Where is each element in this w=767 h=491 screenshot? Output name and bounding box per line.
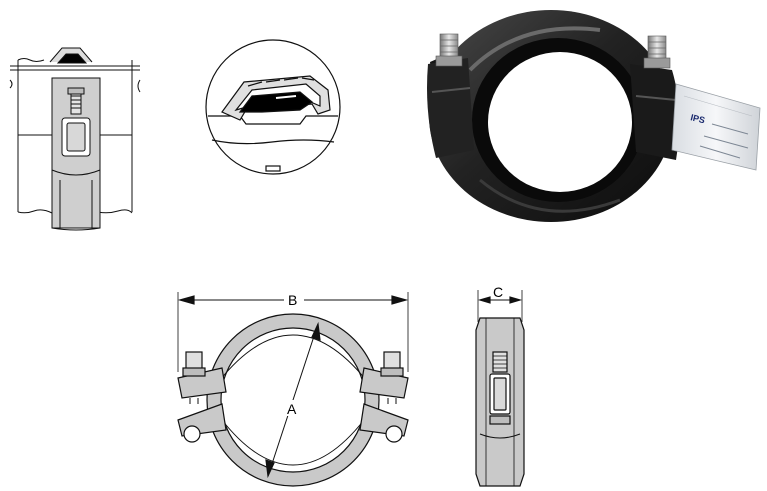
front-view-drawing: [177, 292, 409, 487]
left-bolt: [435, 33, 463, 67]
coupling-product-image: IPS: [427, 10, 761, 222]
side-view-drawing: [475, 290, 525, 487]
dimension-b-label: B: [288, 292, 297, 308]
groove-detail-view: [205, 39, 341, 175]
product-tag: IPS: [671, 83, 761, 171]
right-bolt: [643, 35, 671, 69]
pipe-section-view: [9, 47, 141, 231]
product-tag-text: IPS: [690, 112, 707, 125]
dimension-c-label: C: [493, 284, 503, 300]
dimension-a-label: A: [287, 401, 297, 417]
